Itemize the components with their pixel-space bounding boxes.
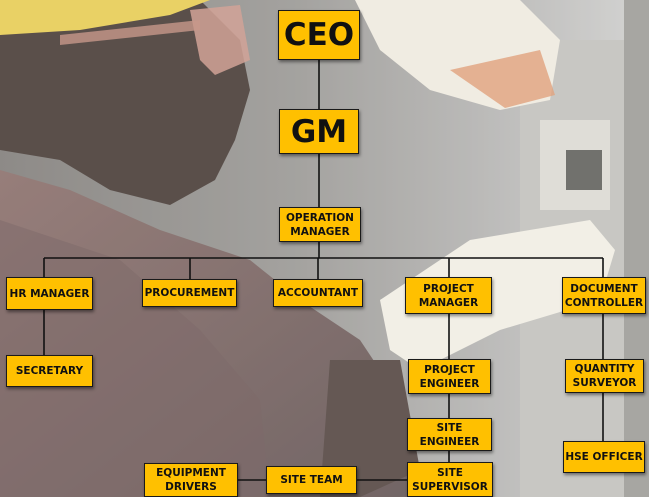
gm-box: GM bbox=[279, 109, 359, 154]
equipment-drivers-box: EQUIPMENT DRIVERS bbox=[144, 463, 238, 497]
site-supervisor-box: SITE SUPERVISOR bbox=[407, 462, 493, 497]
operation-manager-box: OPERATION MANAGER bbox=[279, 207, 361, 242]
project-engineer-box: PROJECT ENGINEER bbox=[408, 359, 491, 394]
document-controller-box: DOCUMENT CONTROLLER bbox=[562, 277, 646, 314]
hr-manager-box: HR MANAGER bbox=[6, 277, 93, 310]
quantity-surveyor-box: QUANTITY SURVEYOR bbox=[565, 359, 644, 393]
accountant-box: ACCOUNTANT bbox=[273, 279, 363, 307]
hse-officer-box: HSE OFFICER bbox=[563, 441, 645, 473]
site-engineer-box: SITE ENGINEER bbox=[407, 418, 492, 451]
project-manager-box: PROJECT MANAGER bbox=[405, 277, 492, 314]
procurement-box: PROCUREMENT bbox=[142, 279, 237, 307]
site-team-box: SITE TEAM bbox=[266, 466, 357, 494]
ceo-box: CEO bbox=[278, 10, 360, 60]
secretary-box: SECRETARY bbox=[6, 355, 93, 387]
